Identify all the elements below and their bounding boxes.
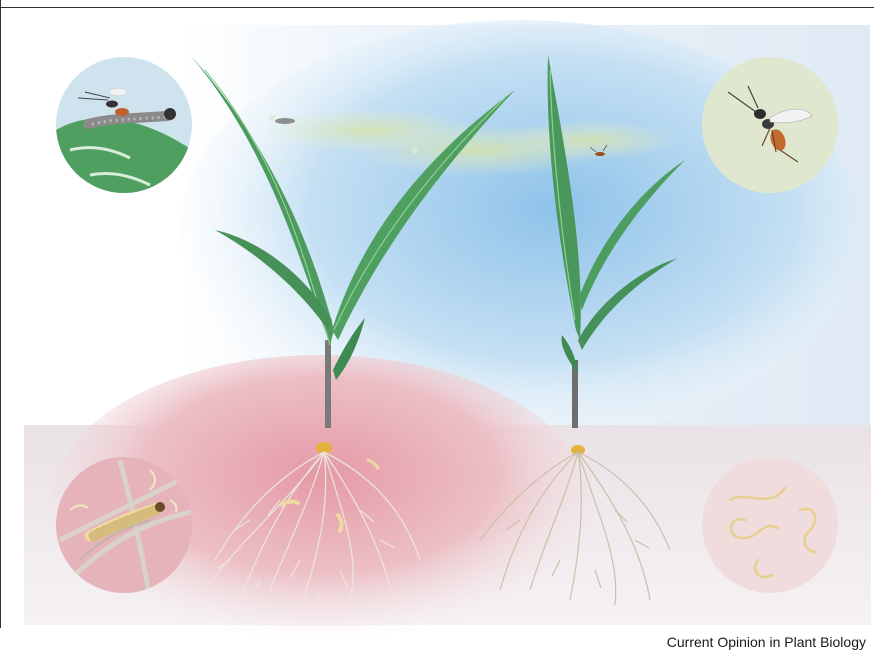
nematode-inset [702,457,838,593]
figure-caption: Current Opinion in Plant Biology [667,634,866,650]
caterpillar-inset [56,57,192,200]
wasp-inset [702,57,838,193]
